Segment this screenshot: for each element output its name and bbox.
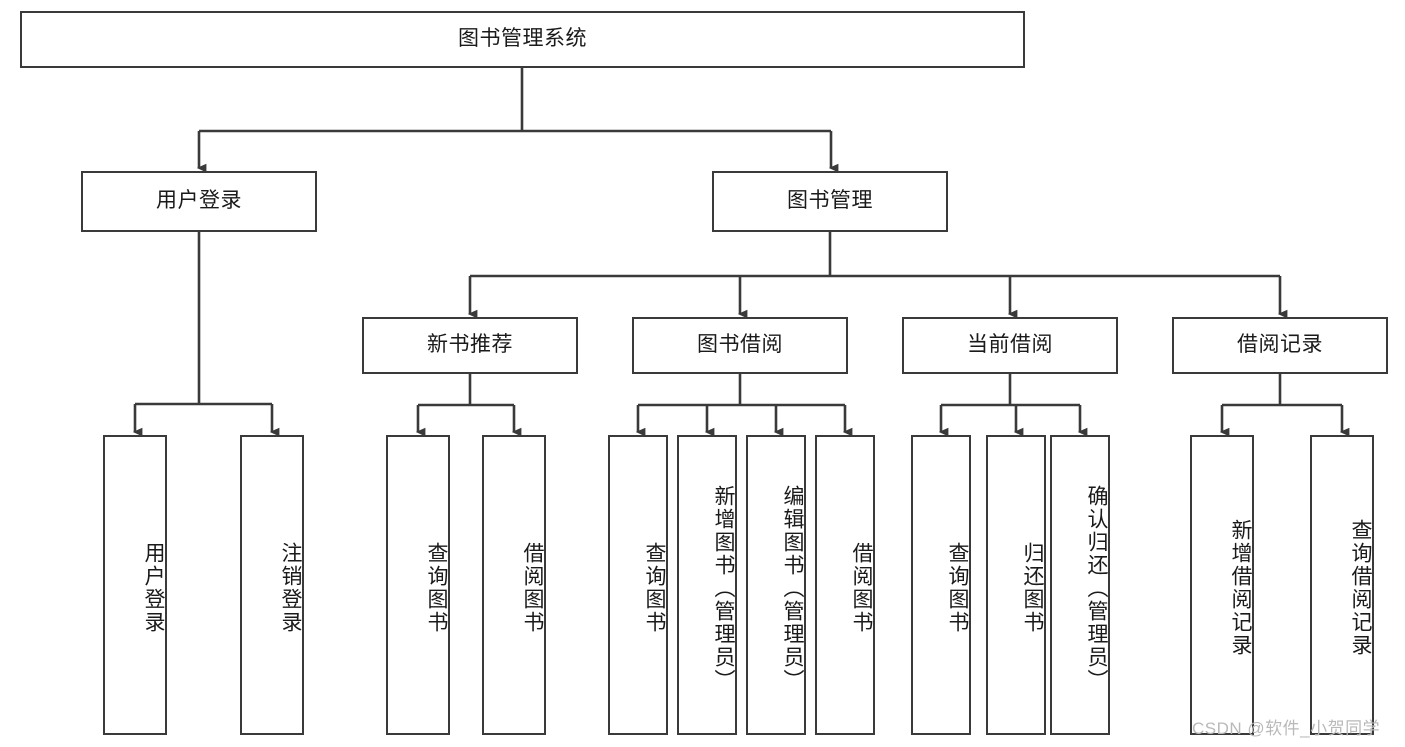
node-leaf-borrow-book-bb[interactable]: 借阅图书 bbox=[815, 435, 875, 735]
node-leaf-query-record[interactable]: 查询借阅记录 bbox=[1310, 435, 1374, 735]
node-root-system[interactable]: 图书管理系统 bbox=[20, 11, 1025, 68]
node-leaf-query-book-cb[interactable]: 查询图书 bbox=[911, 435, 971, 735]
node-leaf-borrow-book-rec[interactable]: 借阅图书 bbox=[482, 435, 546, 735]
node-label: 查询借阅记录 bbox=[1349, 519, 1372, 657]
node-book-borrow[interactable]: 图书借阅 bbox=[632, 317, 848, 374]
node-label: 新增图书（管理员） bbox=[712, 484, 735, 692]
node-leaf-edit-book[interactable]: 编辑图书（管理员） bbox=[746, 435, 806, 735]
node-leaf-return-book[interactable]: 归还图书 bbox=[986, 435, 1046, 735]
node-label: 用户登录 bbox=[156, 189, 242, 213]
node-leaf-query-book-rec[interactable]: 查询图书 bbox=[386, 435, 450, 735]
node-leaf-add-record[interactable]: 新增借阅记录 bbox=[1190, 435, 1254, 735]
node-label: 当前借阅 bbox=[967, 333, 1053, 357]
node-label: 查询图书 bbox=[946, 542, 969, 634]
node-label: 查询图书 bbox=[425, 542, 448, 634]
node-leaf-query-book-bb[interactable]: 查询图书 bbox=[608, 435, 668, 735]
node-book-manage[interactable]: 图书管理 bbox=[712, 171, 948, 232]
node-leaf-confirm-return[interactable]: 确认归还（管理员） bbox=[1050, 435, 1110, 735]
node-label: 借阅图书 bbox=[521, 542, 544, 634]
node-label: 图书借阅 bbox=[697, 333, 783, 357]
node-label: 确认归还（管理员） bbox=[1085, 484, 1108, 692]
node-label: 用户登录 bbox=[142, 542, 165, 634]
node-borrow-record[interactable]: 借阅记录 bbox=[1172, 317, 1388, 374]
node-label: 借阅图书 bbox=[850, 542, 873, 634]
node-current-borrow[interactable]: 当前借阅 bbox=[902, 317, 1118, 374]
watermark-text: CSDN @软件_小贺同学 bbox=[1192, 719, 1381, 738]
node-user-login[interactable]: 用户登录 bbox=[81, 171, 317, 232]
node-new-book-rec[interactable]: 新书推荐 bbox=[362, 317, 578, 374]
node-label: 新增借阅记录 bbox=[1229, 519, 1252, 657]
node-label: 编辑图书（管理员） bbox=[781, 484, 804, 692]
node-label: 注销登录 bbox=[279, 542, 302, 634]
node-leaf-user-login[interactable]: 用户登录 bbox=[103, 435, 167, 735]
node-leaf-logout[interactable]: 注销登录 bbox=[240, 435, 304, 735]
node-label: 借阅记录 bbox=[1237, 333, 1323, 357]
node-label: 查询图书 bbox=[643, 542, 666, 634]
node-leaf-add-book[interactable]: 新增图书（管理员） bbox=[677, 435, 737, 735]
node-label: 归还图书 bbox=[1021, 542, 1044, 634]
node-label: 图书管理 bbox=[787, 189, 873, 213]
node-label: 图书管理系统 bbox=[458, 27, 587, 51]
node-label: 新书推荐 bbox=[427, 333, 513, 357]
